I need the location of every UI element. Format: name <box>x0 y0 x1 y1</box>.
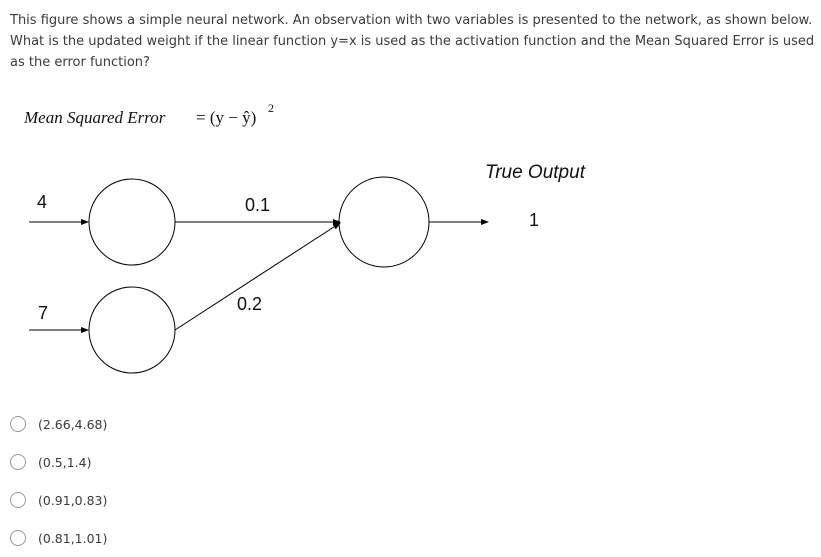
answer-option-3[interactable]: (0.91,0.83) <box>10 481 310 519</box>
option-label: (0.81,1.01) <box>38 530 108 546</box>
neural-network-figure: Mean Squared Error = (y − ŷ) 2 4 7 0.1 0… <box>23 101 586 374</box>
radio-button[interactable] <box>10 454 26 470</box>
true-output-label: True Output <box>485 162 586 183</box>
formula-lhs: Mean Squared Error <box>23 108 166 127</box>
formula-rhs: = (y − ŷ) <box>196 108 256 127</box>
input-1-value: 4 <box>37 192 47 212</box>
option-label: (0.5,1.4) <box>38 454 92 470</box>
option-label: (0.91,0.83) <box>38 492 108 508</box>
answer-option-1[interactable]: (2.66,4.68) <box>10 405 310 443</box>
radio-button[interactable] <box>10 492 26 508</box>
radio-button[interactable] <box>10 530 26 546</box>
option-label: (2.66,4.68) <box>38 416 108 432</box>
question-text: This figure shows a simple neural networ… <box>10 13 815 70</box>
radio-button[interactable] <box>10 416 26 432</box>
input-neuron-1 <box>88 178 176 266</box>
answer-options: (2.66,4.68) (0.5,1.4) (0.91,0.83) (0.81,… <box>10 405 310 557</box>
input-neuron-2 <box>88 286 176 374</box>
connection-2 <box>174 222 341 331</box>
output-neuron <box>338 176 430 268</box>
weight-1-label: 0.1 <box>245 195 270 215</box>
formula-exponent: 2 <box>268 101 274 115</box>
input-2-value: 7 <box>38 303 48 323</box>
answer-option-4[interactable]: (0.81,1.01) <box>10 519 310 557</box>
true-output-value: 1 <box>529 210 539 230</box>
answer-option-2[interactable]: (0.5,1.4) <box>10 443 310 481</box>
weight-2-label: 0.2 <box>237 294 262 314</box>
